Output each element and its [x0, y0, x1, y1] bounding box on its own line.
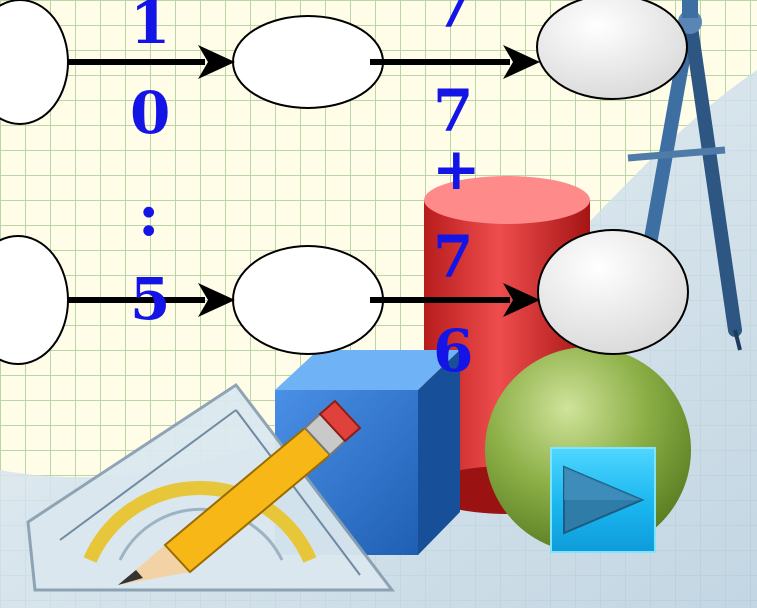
digit-6: 6	[433, 317, 474, 385]
bottom-left-oval	[0, 235, 69, 365]
protractor-ruler-icon	[26, 382, 396, 592]
digit-0: 0	[130, 79, 171, 147]
play-button[interactable]	[550, 447, 656, 553]
digit-7-third: 7	[433, 223, 474, 291]
bottom-middle-oval	[232, 245, 384, 355]
top-arrow-1	[68, 45, 235, 79]
top-right-oval	[536, 0, 688, 100]
bottom-arrow-1	[68, 283, 235, 317]
digit-7-second: 7	[433, 77, 474, 145]
play-icon	[563, 465, 645, 535]
digit-7-top: 7	[433, 0, 474, 41]
digit-5: 5	[130, 265, 171, 333]
top-left-oval	[0, 0, 69, 125]
bottom-right-oval	[537, 229, 689, 355]
top-middle-oval	[232, 15, 384, 109]
pencil-icon	[118, 399, 362, 585]
digit-1: 1	[130, 0, 171, 57]
plus-sign: +	[432, 135, 481, 203]
top-arrow-2	[370, 45, 540, 79]
division-colon: :	[138, 181, 160, 249]
bottom-arrow-2	[370, 283, 540, 317]
